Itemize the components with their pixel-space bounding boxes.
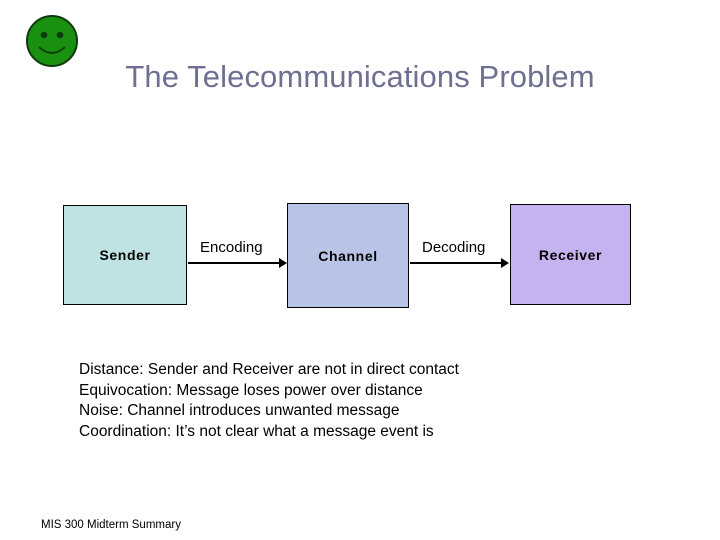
arrow-head-decoding-icon [501,258,509,268]
smiley-face-icon [24,13,80,69]
body-line-distance: Distance: Sender and Receiver are not in… [79,361,459,378]
page-title: The Telecommunications Problem [125,59,595,94]
diagram-node-sender[interactable]: Sender [63,205,187,305]
body-line-coordination: Coordination: It’s not clear what a mess… [79,422,434,440]
arrow-sender-to-channel [188,262,281,264]
slide-footer: MIS 300 Midterm Summary [41,519,181,531]
body-line-equivocation: Equivocation: Message loses power over d… [79,381,423,399]
arrow-channel-to-receiver [410,262,503,264]
diagram-node-receiver[interactable]: Receiver [510,204,631,305]
arrow-label-encoding: Encoding [200,239,263,256]
diagram-node-channel[interactable]: Channel [287,203,409,308]
arrow-head-encoding-icon [279,258,287,268]
body-text-block: Distance: Sender and Receiver are not in… [79,360,639,442]
arrow-label-decoding: Decoding [422,239,486,256]
body-line-noise: Noise: Channel introduces unwanted messa… [79,402,400,419]
